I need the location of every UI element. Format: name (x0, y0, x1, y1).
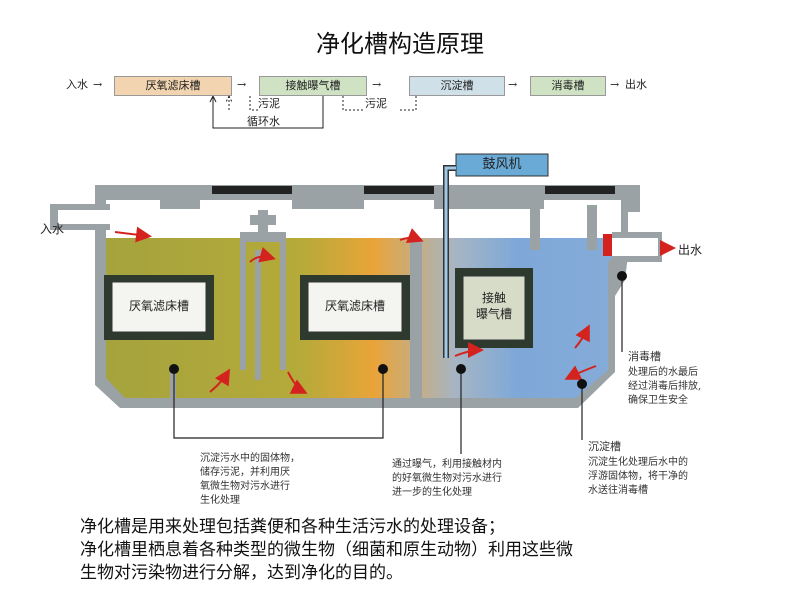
flow-inlet-label: 入水 (66, 78, 88, 91)
tank-outlet-label: 出水 (678, 243, 703, 257)
aeration-label-1: 接触 (481, 291, 506, 305)
flow-sludge-label-2: 污泥 (365, 97, 387, 110)
filter-box-1 (104, 275, 214, 340)
flow-outlet-label: 出水 (625, 78, 647, 91)
aeration-label-2: 曝气槽 (475, 307, 512, 321)
flow-return-lines (209, 95, 417, 129)
flow-arrow-3: → (372, 78, 382, 91)
flow-arrows (114, 226, 676, 394)
flow-arrow-2: → (237, 78, 247, 91)
settle-caption-title: 沉淀槽 (588, 440, 621, 453)
page-title: 净化槽构造原理 (316, 30, 484, 58)
flow-stage-disinfect: 消毒槽 (530, 76, 606, 96)
filter-label-2: 厌氧滤床槽 (324, 299, 385, 313)
tank-inlet-label: 入水 (40, 222, 65, 236)
disinfect-caption-title: 消毒槽 (628, 350, 661, 363)
flow-stage-settling: 沉淀槽 (409, 76, 505, 96)
flow-arrow-1: → (93, 78, 103, 91)
description-text: 净化槽是用来处理包括粪便和各种生活污水的处理设备； 净化槽里栖息着各种类型的微生… (80, 517, 573, 583)
flow-stage-anaerobic: 厌氧滤床槽 (114, 76, 232, 96)
anaerobic-caption-text: 沉淀污水中的固体物， 储存污泥，并利用厌 氧微生物对污水进行 生化处理 (200, 453, 300, 506)
filter-box-2 (300, 275, 410, 340)
flow-arrow-4: → (508, 78, 518, 91)
blower-label: 鼓风机 (482, 157, 522, 172)
settle-caption-text: 沉淀生化处理后水中的 浮游固体物，将干净的 水送往消毒槽 (588, 457, 688, 496)
flow-stage-aeration: 接触曝气槽 (259, 76, 367, 96)
flow-sludge-label-1: 污泥 (258, 97, 280, 110)
aeration-caption-text: 通过曝气，利用接触材内 的好氧微生物对污水进行 进一步的生化处理 (392, 459, 502, 498)
flow-arrow-5: → (610, 78, 620, 91)
aeration-box (455, 268, 533, 348)
blower (443, 153, 549, 358)
leader-lines (173, 276, 623, 454)
flow-recycle-label: 循环水 (247, 115, 280, 128)
disinfect-caption-text: 处理后的水最后 经过消毒后排放, 确保卫生安全 (628, 367, 702, 406)
filter-label-1: 厌氧滤床槽 (128, 299, 189, 313)
leader-dots (169, 271, 627, 389)
